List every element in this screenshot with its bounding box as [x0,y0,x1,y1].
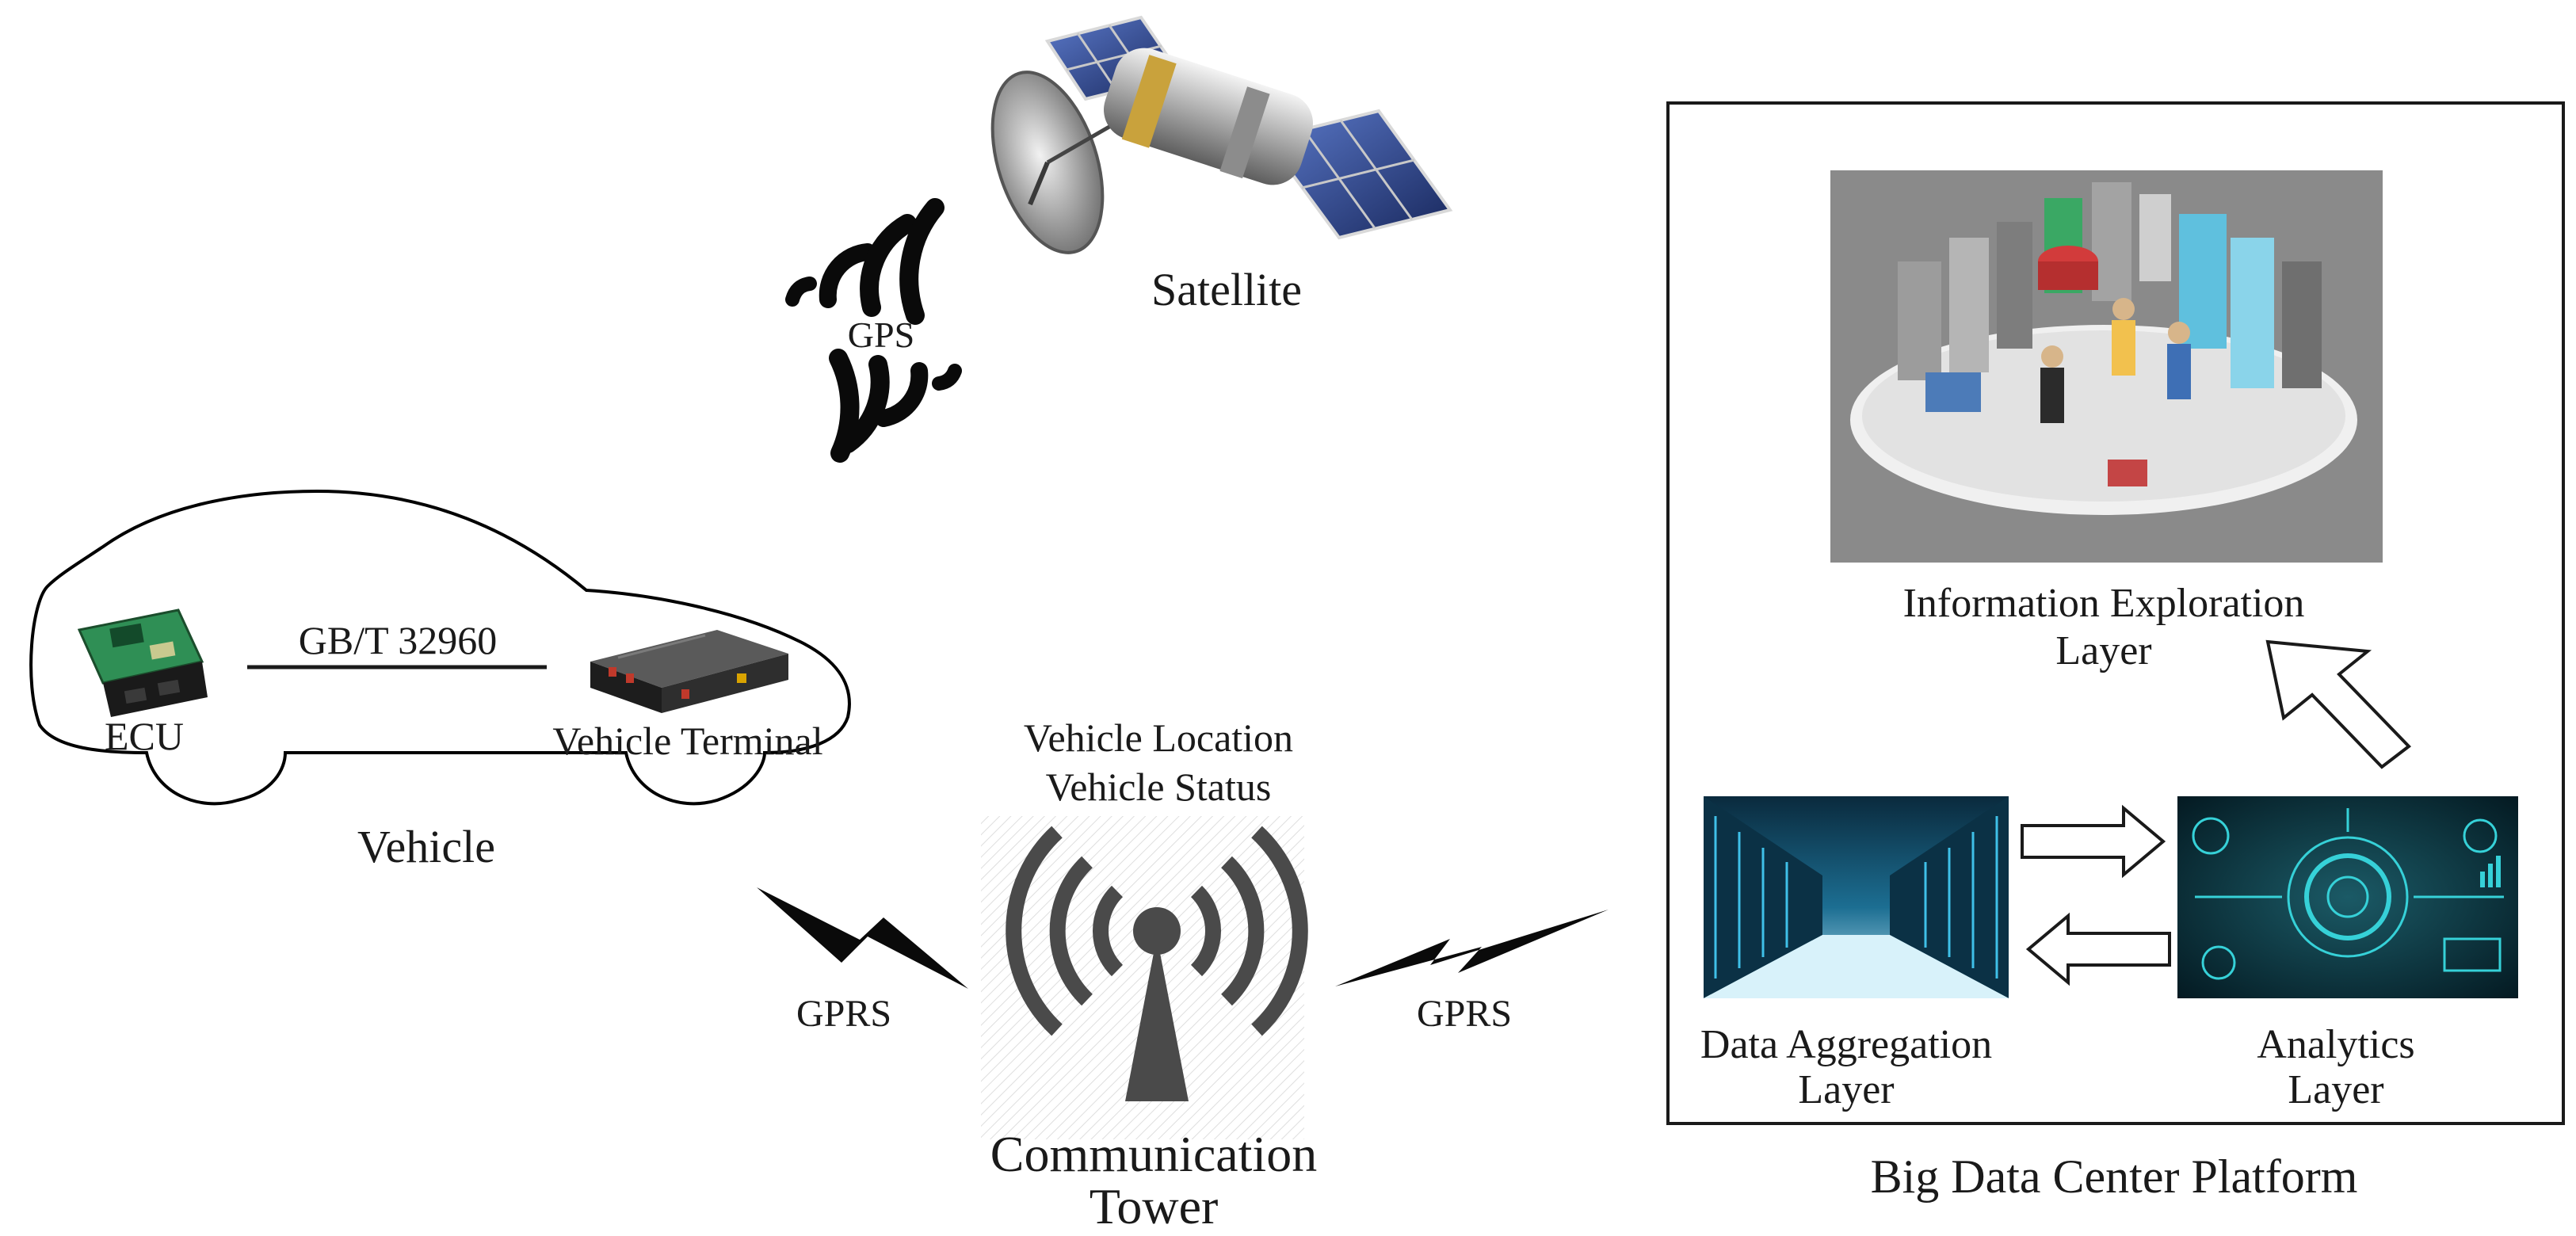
vehicle-label: Vehicle [357,821,495,872]
communication-tower-icon [1006,826,1308,1101]
analytics-to-data-arrow [2025,912,2171,986]
gps-label: GPS [848,315,914,355]
analytics-image [2177,796,2518,998]
gprs-right-lightning-icon [1335,910,1609,986]
analytics-label-line1: Analytics [2257,1022,2414,1067]
satellite-icon [990,15,1453,254]
data-aggregation-label-line1: Data Aggregation [1700,1022,1992,1067]
satellite-label: Satellite [1151,264,1302,315]
ecu-label: ECU [105,714,184,758]
protocol-label: GB/T 32960 [299,618,498,662]
gprs-left-label: GPRS [796,993,891,1035]
platform-frame [1666,101,2565,1125]
tower-label-line1: Communication [990,1126,1317,1182]
data-aggregation-image [1704,796,2009,998]
vehicle-terminal-label: Vehicle Terminal [552,719,822,763]
information-layer-label-line2: Layer [2055,628,2151,673]
vehicle-terminal-icon [590,630,788,713]
gprs-left-lightning-icon [757,887,968,989]
tower-info-line2: Vehicle Status [1046,765,1272,809]
data-aggregation-label-line2: Layer [1798,1067,1894,1112]
analytics-label-line2: Layer [2288,1067,2383,1112]
tower-label-line2: Tower [1090,1178,1219,1234]
information-exploration-image [1830,170,2383,563]
analytics-to-information-arrow [2265,639,2411,769]
ecu-icon [77,608,208,717]
gprs-right-label: GPRS [1417,993,1512,1035]
platform-title: Big Data Center Platform [1871,1150,2358,1203]
gps-signal-icon [785,198,962,463]
vehicle-outline [29,489,851,806]
information-layer-label-line1: Information Exploration [1903,581,2305,626]
data-to-analytics-arrow [2021,804,2166,879]
tower-info-line1: Vehicle Location [1024,715,1293,760]
